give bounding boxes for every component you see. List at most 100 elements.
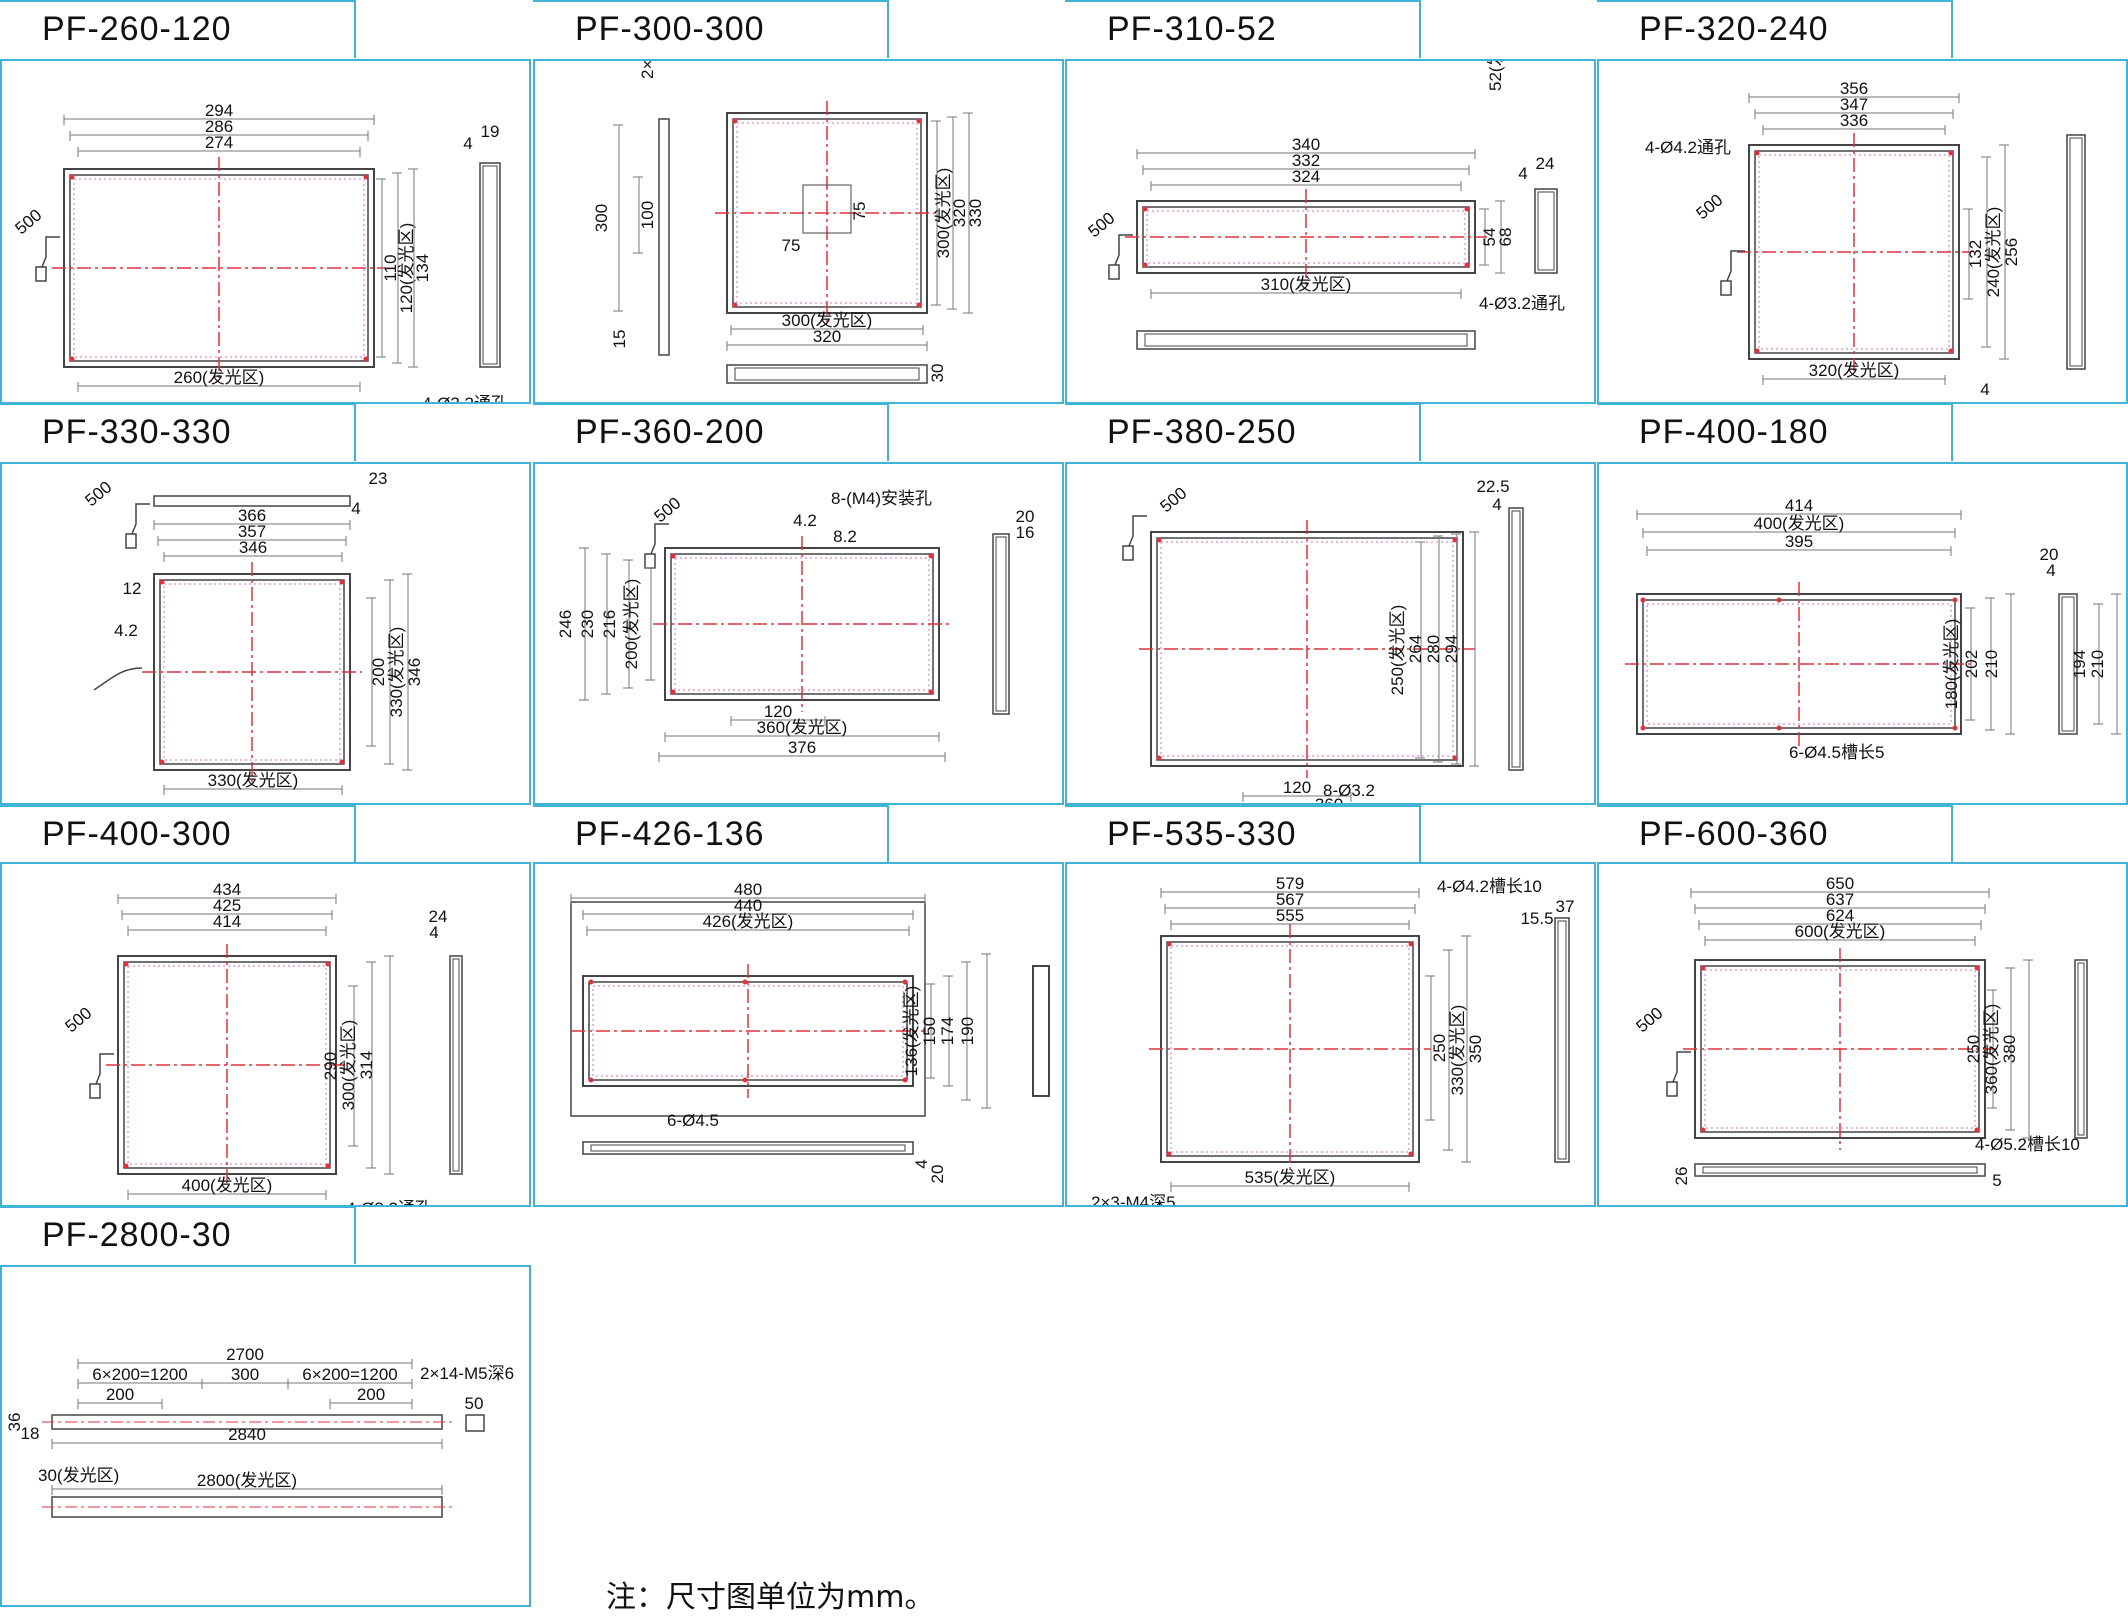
- dimension-label: 332: [1292, 151, 1320, 170]
- panel-tab: PF-535-330: [1065, 805, 1421, 863]
- dimension-label: 120(发光区): [397, 223, 416, 314]
- dimension-label: 2×4-M4深7: [638, 61, 657, 79]
- dimension-label: 4.2: [793, 511, 817, 530]
- dimension-label: 4: [912, 1159, 931, 1168]
- mount-hole: [1754, 150, 1760, 156]
- dimension-label: 250(发光区): [1388, 605, 1407, 696]
- dimension-label: 6×200=1200: [92, 1365, 188, 1384]
- mount-hole: [670, 553, 676, 559]
- mount-hole: [1640, 725, 1646, 731]
- dimension-label: 190: [958, 1017, 977, 1045]
- panel-tab: PF-400-180: [1597, 403, 1953, 461]
- side-view-inner: [2077, 962, 2085, 1136]
- mount-hole: [928, 689, 934, 695]
- panel-tab: PF-360-200: [533, 403, 889, 461]
- dimension-label: 380: [2000, 1035, 2019, 1063]
- dimension-label: 50: [465, 1394, 484, 1413]
- panel-tab: PF-2800-30: [0, 1206, 356, 1264]
- panel-title: PF-330-330: [42, 413, 232, 451]
- mount-hole: [1408, 1151, 1414, 1157]
- dimension-label: 500: [11, 205, 45, 238]
- technical-drawing: 50022.54250(发光区)2642802941203608-Ø3.2380…: [1122, 477, 1524, 803]
- dimension-label: 15.5: [1520, 909, 1553, 928]
- dimension-label: 500: [650, 493, 684, 526]
- dimension-label: 650: [1826, 874, 1854, 893]
- dimension-label: 2×3-M4深5: [1091, 1193, 1176, 1205]
- mount-hole: [1952, 725, 1958, 731]
- dimension-label: 324: [1292, 167, 1320, 186]
- dimension-label: 134: [413, 254, 432, 282]
- mount-hole: [1452, 755, 1458, 761]
- dimension-label: 250: [1430, 1034, 1449, 1062]
- mount-hole: [1700, 965, 1706, 971]
- dimension-label: 30: [928, 364, 947, 383]
- dimension-label: 567: [1276, 890, 1304, 909]
- dimension-label: 2800(发光区): [197, 1471, 297, 1490]
- mount-hole: [1974, 1127, 1980, 1133]
- dimension-label: 480: [734, 880, 762, 899]
- bottom-view: [582, 1141, 914, 1155]
- dimension-label: 230: [578, 610, 597, 638]
- dimension-label: 256: [2002, 238, 2021, 266]
- dimension-label: 4: [429, 923, 438, 942]
- mount-hole: [742, 1077, 748, 1083]
- cable: [1128, 515, 1147, 547]
- mount-hole: [1408, 941, 1414, 947]
- dimension-label: 20: [928, 1165, 947, 1184]
- mount-hole: [1640, 597, 1646, 603]
- bar-front-view: [51, 1496, 443, 1518]
- dimension-label: 132: [1966, 240, 1985, 268]
- dimension-label: 414: [213, 912, 241, 931]
- panel-title: PF-380-250: [1107, 413, 1297, 451]
- dimension-label: 4: [463, 134, 472, 153]
- mount-hole: [123, 961, 129, 967]
- dimension-label: 136(发光区): [902, 986, 921, 1077]
- dimension-label: 4-Ø4.2通孔: [1645, 138, 1731, 157]
- dimension-label: 400(发光区): [1754, 514, 1845, 533]
- mount-hole: [1166, 1151, 1172, 1157]
- dimension-label: 18: [21, 1424, 40, 1443]
- panel-tab: PF-330-330: [0, 403, 356, 461]
- dimension-label: 360: [1315, 795, 1343, 803]
- panel-title: PF-300-300: [575, 10, 765, 48]
- cable: [1672, 1051, 1691, 1083]
- mount-hole: [159, 759, 165, 765]
- cable: [93, 667, 143, 691]
- dimension-label: 357: [238, 522, 266, 541]
- mount-hole: [1142, 262, 1148, 268]
- dimension-label: 174: [938, 1017, 957, 1045]
- dimension-label: 330(发光区): [208, 771, 299, 790]
- connector: [1666, 1081, 1678, 1097]
- cable: [1114, 234, 1133, 266]
- mount-hole: [159, 579, 165, 585]
- dimension-label: 300: [231, 1365, 259, 1384]
- technical-drawing: 294286274110120(发光区)134260(发光区)4195004-Ø…: [11, 101, 507, 402]
- center-square: [802, 184, 852, 234]
- side-view-inner: [995, 536, 1007, 712]
- dimension-label: 200(发光区): [622, 579, 641, 670]
- dimension-label: 202: [1962, 650, 1981, 678]
- bottom-view: [1136, 330, 1476, 350]
- side-view-inner: [1511, 510, 1521, 768]
- panel-tab: PF-600-360: [1597, 805, 1953, 863]
- panel-tab: PF-380-250: [1065, 403, 1421, 461]
- cable: [650, 523, 669, 555]
- dimension-label: 150: [920, 1017, 939, 1045]
- panel-tab: PF-426-136: [533, 805, 889, 863]
- dimension-label: 8-Ø3.2: [1323, 781, 1375, 800]
- unit-note: 注：尺寸图单位为mm。: [606, 1580, 935, 1615]
- side-view-inner: [452, 958, 460, 1172]
- mount-hole: [916, 118, 922, 124]
- dimension-label: 414: [1785, 496, 1813, 515]
- mount-hole: [363, 174, 369, 180]
- dimension-label: 2×14-M5深6: [420, 1364, 514, 1383]
- dimension-label: 440: [734, 896, 762, 915]
- side-view: [1508, 507, 1524, 771]
- panel-title: PF-400-180: [1639, 413, 1829, 451]
- panel-title: PF-310-52: [1107, 10, 1277, 48]
- dimension-label: 200: [357, 1385, 385, 1404]
- side-view: [2074, 959, 2088, 1139]
- mount-hole: [732, 118, 738, 124]
